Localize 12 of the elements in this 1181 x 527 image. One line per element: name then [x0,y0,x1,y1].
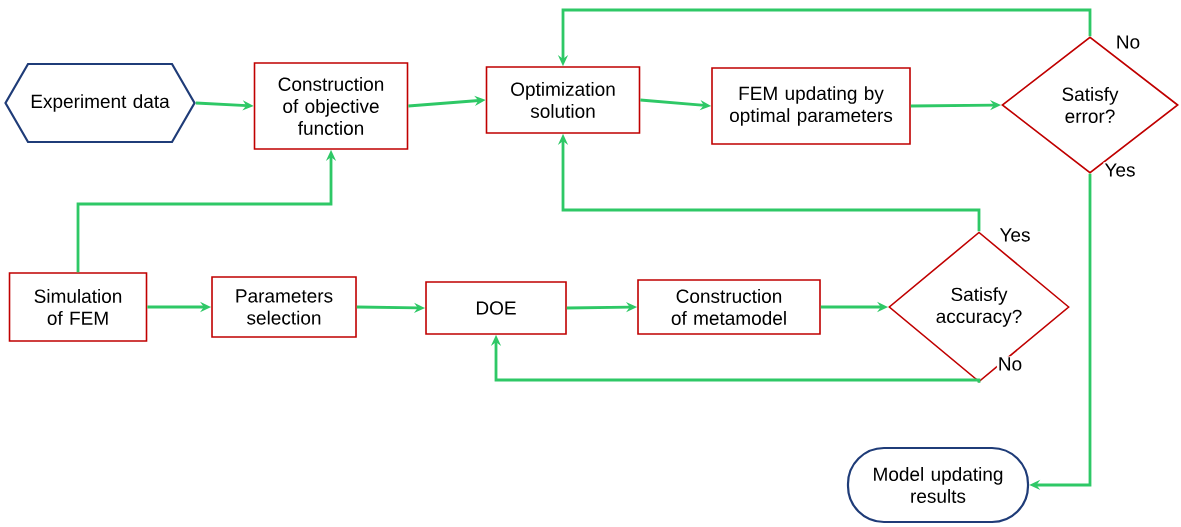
data-hexagon: Experiment data [4,62,196,144]
process-box: Construction of metamodel [637,279,821,335]
edge-label: No [1114,34,1142,50]
process-box: DOE [425,281,567,335]
edge-label: Yes [1103,162,1137,178]
terminal-box: Model updating results [846,446,1030,524]
process-box: Construction of objective function [253,62,409,150]
process-box: Parameters selection [211,276,357,338]
process-box: FEM updating by optimal parameters [711,67,911,145]
edge-label: No [996,356,1024,372]
process-box: Simulation of FEM [8,272,148,342]
process-box: Optimization solution [485,66,641,134]
